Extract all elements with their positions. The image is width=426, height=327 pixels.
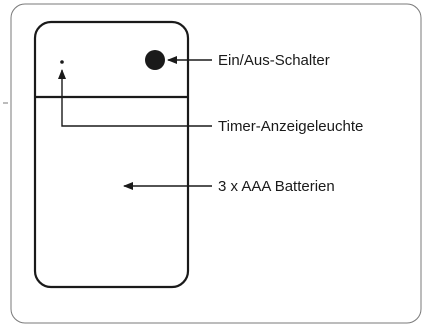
timer-indicator-led-icon	[60, 60, 64, 64]
batteries-label: 3 x AAA Batterien	[218, 178, 335, 195]
timer-indicator-label: Timer-Anzeigeleuchte	[218, 118, 363, 135]
power-switch-label: Ein/Aus-Schalter	[218, 52, 330, 69]
device-body	[33, 20, 190, 289]
timer-indicator-arrow	[58, 69, 212, 127]
power-button-icon	[145, 50, 165, 70]
